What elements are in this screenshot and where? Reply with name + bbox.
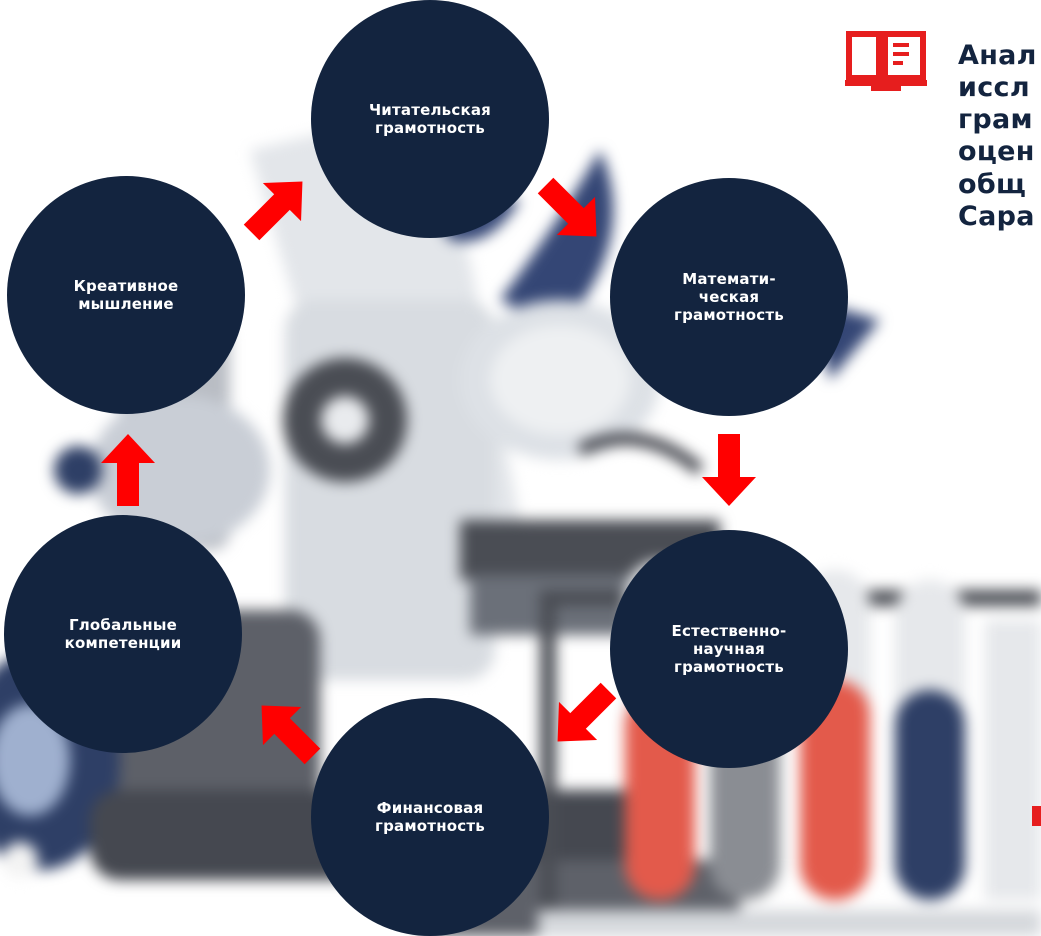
book-icon xyxy=(845,31,927,91)
node-label: Математи- ческая грамотность xyxy=(674,270,784,324)
node-label: Финансовая грамотность xyxy=(375,799,485,835)
node-math-literacy: Математи- ческая грамотность xyxy=(610,178,848,416)
node-global-competence: Глобальные компетенции xyxy=(4,515,242,753)
node-reading-literacy: Читательская грамотность xyxy=(311,0,549,238)
node-science-literacy: Естественно- научная грамотность xyxy=(610,530,848,768)
decorative-marker xyxy=(1032,806,1041,826)
node-label: Читательская грамотность xyxy=(368,101,491,137)
page-title: Анал иссл грам оцен общ Сара xyxy=(958,40,1037,232)
node-creative-thinking: Креативное мышление xyxy=(7,176,245,414)
node-label: Естественно- научная грамотность xyxy=(671,622,787,676)
node-label: Креативное мышление xyxy=(73,277,179,313)
node-financial-literacy: Финансовая грамотность xyxy=(311,698,549,936)
node-label: Глобальные компетенции xyxy=(64,616,182,652)
